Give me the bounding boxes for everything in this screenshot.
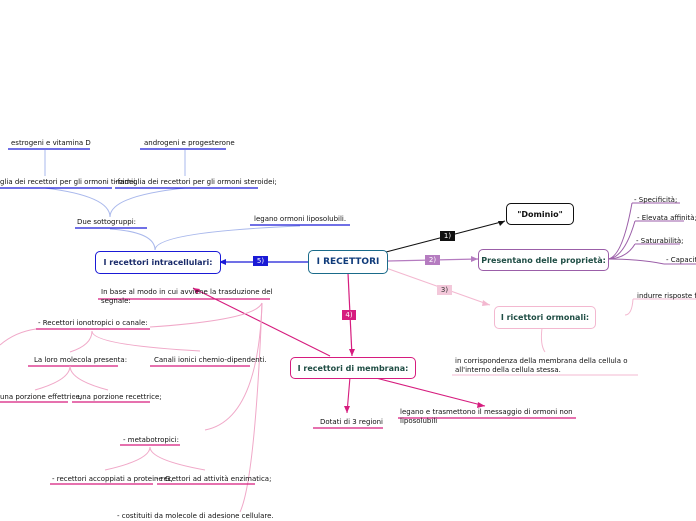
ormonali-title: I ricettori ormonali: xyxy=(500,313,590,322)
proprieta-item-affinita: - Elevata affinità; xyxy=(637,214,696,222)
intracellulari-famiglia-steroidei: -famiglia dei recettori per gli ormoni s… xyxy=(115,178,277,186)
membrana-legano-line1: legano e trasmettono il messaggio di orm… xyxy=(400,408,573,416)
badge-5: 5) xyxy=(253,256,268,266)
ormonali-risposte: indurre risposte fun xyxy=(637,292,696,300)
membrana-enzimatica: - recettori ad attività enzimatica; xyxy=(156,475,272,483)
badge-4: 4) xyxy=(342,310,356,320)
badge-5-label: 5) xyxy=(256,257,265,265)
intracellulari-estrogeni: estrogeni e vitamina D xyxy=(11,139,91,147)
membrana-recettrice: - una porzione recettrice; xyxy=(73,393,162,401)
ormonali-corrispondenza-line1: in corrispondenza della membrana della c… xyxy=(455,357,628,365)
membrana-title: I recettori di membrana: xyxy=(297,363,409,373)
proprieta-item-capacita: - Capacità xyxy=(666,256,696,264)
proprieta-node[interactable]: Presentano delle proprietà: xyxy=(478,249,609,271)
membrana-domini: Dotati di 3 regioni xyxy=(320,418,383,426)
badge-3: 3) xyxy=(437,285,452,295)
membrana-trasduzione-line2: segnale: xyxy=(101,297,131,305)
intracellulari-famiglia-tiroidei: glia dei recettori per gli ormoni tiroid… xyxy=(0,178,138,186)
membrana-proteine-g: - recettori accoppiati a proteine G, xyxy=(52,475,173,483)
membrana-adesione: - costituiti da molecole di adesione cel… xyxy=(117,512,274,520)
dominio-node[interactable]: "Dominio" xyxy=(506,203,574,225)
intracellulari-title: I recettori intracellulari: xyxy=(103,258,213,267)
membrana-canali: Canali ionici chemio-dipendenti. xyxy=(154,356,267,364)
badge-1: 1) xyxy=(440,231,455,241)
membrana-trasduzione-line1: In base al modo in cui avviene la trasdu… xyxy=(101,288,273,296)
dominio-label: "Dominio" xyxy=(517,209,563,219)
central-topic-label: I RECETTORI xyxy=(316,257,380,267)
intracellulari-node[interactable]: I recettori intracellulari: xyxy=(95,251,221,274)
ormonali-corrispondenza-line2: all'interno della cellula stessa. xyxy=(455,366,561,374)
badge-1-label: 1) xyxy=(443,232,452,240)
badge-3-label: 3) xyxy=(440,286,449,294)
intracellulari-liposolubili: legano ormoni liposolubili. xyxy=(254,215,347,223)
membrana-legano-line2: liposolubili xyxy=(400,417,438,425)
ormonali-node[interactable]: I ricettori ormonali: xyxy=(494,306,596,329)
membrana-effettrice: una porzione effettrice, xyxy=(0,393,82,401)
proprieta-title: Presentano delle proprietà: xyxy=(481,255,606,265)
proprieta-item-saturabilita: - Saturabilità; xyxy=(636,237,684,245)
badge-2-label: 2) xyxy=(428,256,437,264)
proprieta-item-specificita: - Specificità; xyxy=(634,196,678,204)
membrana-molecola: La loro molecola presenta: xyxy=(34,356,128,364)
intracellulari-sottogruppi: Due sottogruppi: xyxy=(77,218,137,226)
membrana-ionotropici: - Recettori ionotropici o canale: xyxy=(38,319,148,327)
badge-2: 2) xyxy=(425,255,440,265)
intracellulari-androgeni: androgeni e progesterone xyxy=(144,139,235,147)
membrana-metabotropici: - metabotropici: xyxy=(123,436,179,444)
central-topic[interactable]: I RECETTORI xyxy=(308,250,388,274)
membrana-node[interactable]: I recettori di membrana: xyxy=(290,357,416,379)
badge-4-label: 4) xyxy=(345,311,353,319)
